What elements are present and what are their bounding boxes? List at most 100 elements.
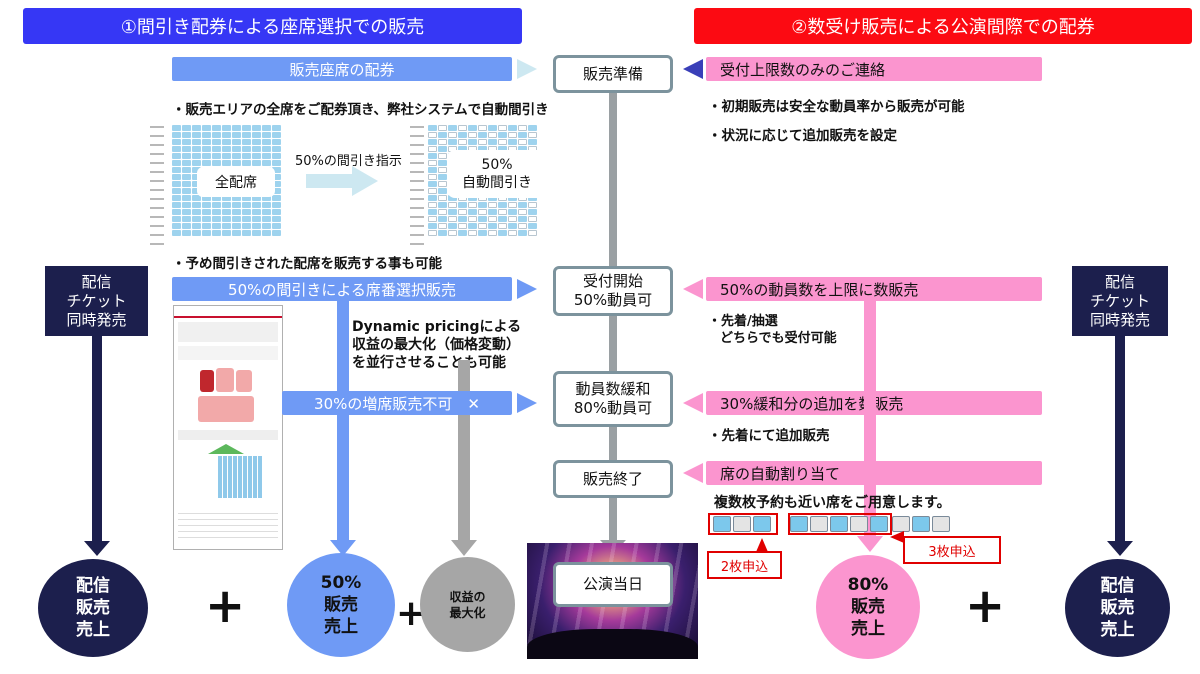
right-note-lottery-line2: どちらでも受付可能: [720, 331, 837, 346]
seat-cell: [192, 153, 201, 159]
seat-cell: [222, 202, 231, 208]
stream-ticket-box-right: 配信 チケット 同時発売: [1072, 266, 1168, 336]
seat-cell: [508, 139, 517, 145]
seat-cell: [488, 132, 497, 138]
seat-cell: [222, 125, 231, 131]
plus-sign: +: [205, 578, 246, 634]
seat-cell: [222, 153, 231, 159]
seat-cell: [468, 223, 477, 229]
seat-cell: [448, 230, 457, 236]
seat-cell: [222, 160, 231, 166]
seat-cell: [182, 153, 191, 159]
seat-cell: [438, 209, 447, 215]
seat-cell: [172, 195, 181, 201]
arrow-left-icon: [683, 59, 703, 79]
seat-cell: [488, 230, 497, 236]
seat-cell: [262, 202, 271, 208]
step-capacity-relax: 動員数緩和 80%動員可: [553, 371, 673, 427]
seat-cell: [272, 132, 281, 138]
seat-cell: [192, 202, 201, 208]
seat-cell: [232, 230, 241, 236]
seat-cell: [448, 195, 457, 201]
step-performance-day-label: 公演当日: [582, 575, 643, 593]
right-sales-percent: 80%: [847, 575, 889, 595]
seat-cell: [182, 230, 191, 236]
left-sales-arrowhead: [330, 540, 356, 556]
seat-cell: [242, 125, 251, 131]
seat-cell: [192, 223, 201, 229]
left-bar-no-extra-seats: 30%の増席販売不可 ✕: [282, 391, 512, 415]
stream-sales-line1: 配信: [1100, 576, 1135, 596]
left-sales-line2: 販売: [324, 595, 358, 615]
seat-cell: [428, 174, 437, 180]
arrow-right-icon: [517, 393, 537, 413]
plus-sign: +: [965, 578, 1006, 634]
seat-cell: [232, 160, 241, 166]
seat-cell: [508, 223, 517, 229]
seat-cell: [222, 139, 231, 145]
seat-cell: [202, 195, 211, 201]
seat-cell: [222, 146, 231, 152]
seat-cell: [192, 216, 201, 222]
callout-pointer: [890, 531, 904, 543]
seat-cell: [468, 202, 477, 208]
seat-cell: [212, 230, 221, 236]
seat-cell: [272, 139, 281, 145]
left-sales-circle: 50% 販売 売上: [287, 553, 395, 657]
seat-cell: [182, 174, 191, 180]
seat-cell: [478, 230, 487, 236]
right-note-lottery-line1: ・先着/抽選: [708, 314, 778, 329]
seat-cell: [438, 153, 447, 159]
seat-cell: [458, 146, 467, 152]
stream-box-line2: チケット: [1089, 291, 1150, 310]
seat-cell: [212, 139, 221, 145]
seat-cell: [438, 167, 447, 173]
seat-cell: [182, 167, 191, 173]
step-sales-prep: 販売準備: [553, 55, 673, 93]
seat-cell: [262, 125, 271, 131]
seat-cell: [202, 146, 211, 152]
callout-pointer: [756, 538, 768, 552]
seat-cell: [242, 223, 251, 229]
seat-cell: [448, 132, 457, 138]
seat-cell: [438, 223, 447, 229]
seat-cell: [508, 195, 517, 201]
seat-cell: [468, 209, 477, 215]
step-capacity-relax-line2: 80%動員可: [573, 399, 653, 417]
thinning-arrow-icon: [306, 174, 352, 188]
seat-cell: [202, 160, 211, 166]
profit-line2: 最大化: [449, 605, 486, 620]
seat-cell: [272, 167, 281, 173]
ticket-site-screenshot: [173, 305, 283, 550]
seat-cell: [202, 125, 211, 131]
seat-cell: [252, 132, 261, 138]
seat-cell: [448, 209, 457, 215]
seat-cell: [172, 230, 181, 236]
seat-cell: [428, 160, 437, 166]
row-labels-thinned: [410, 123, 424, 247]
seat-cell: [428, 195, 437, 201]
seat-cell: [262, 216, 271, 222]
auto-thinning-label: 50% 自動間引き: [447, 150, 547, 198]
seat-cell: [438, 216, 447, 222]
seat-cell: [232, 202, 241, 208]
seat-cell: [182, 223, 191, 229]
seat-cell: [458, 125, 467, 131]
seat-cell: [222, 223, 231, 229]
seat-cell: [262, 195, 271, 201]
seat-cell: [478, 139, 487, 145]
stream-box-line3: 同時発売: [1089, 310, 1150, 329]
left-sales-line3: 売上: [324, 617, 358, 637]
stream-arrow-right: [1115, 336, 1125, 543]
seat-cell: [262, 139, 271, 145]
stream-box-line1: 配信: [81, 272, 112, 291]
seat-cell: [172, 181, 181, 187]
stream-ticket-box-left: 配信 チケット 同時発売: [45, 266, 148, 336]
seat-cell: [212, 132, 221, 138]
seat-cell: [498, 230, 507, 236]
seat-cell: [192, 125, 201, 131]
left-banner: ①間引き配券による座席選択での販売: [23, 8, 522, 44]
seat-cell: [438, 202, 447, 208]
seat-cell: [172, 216, 181, 222]
seat-cell: [172, 146, 181, 152]
